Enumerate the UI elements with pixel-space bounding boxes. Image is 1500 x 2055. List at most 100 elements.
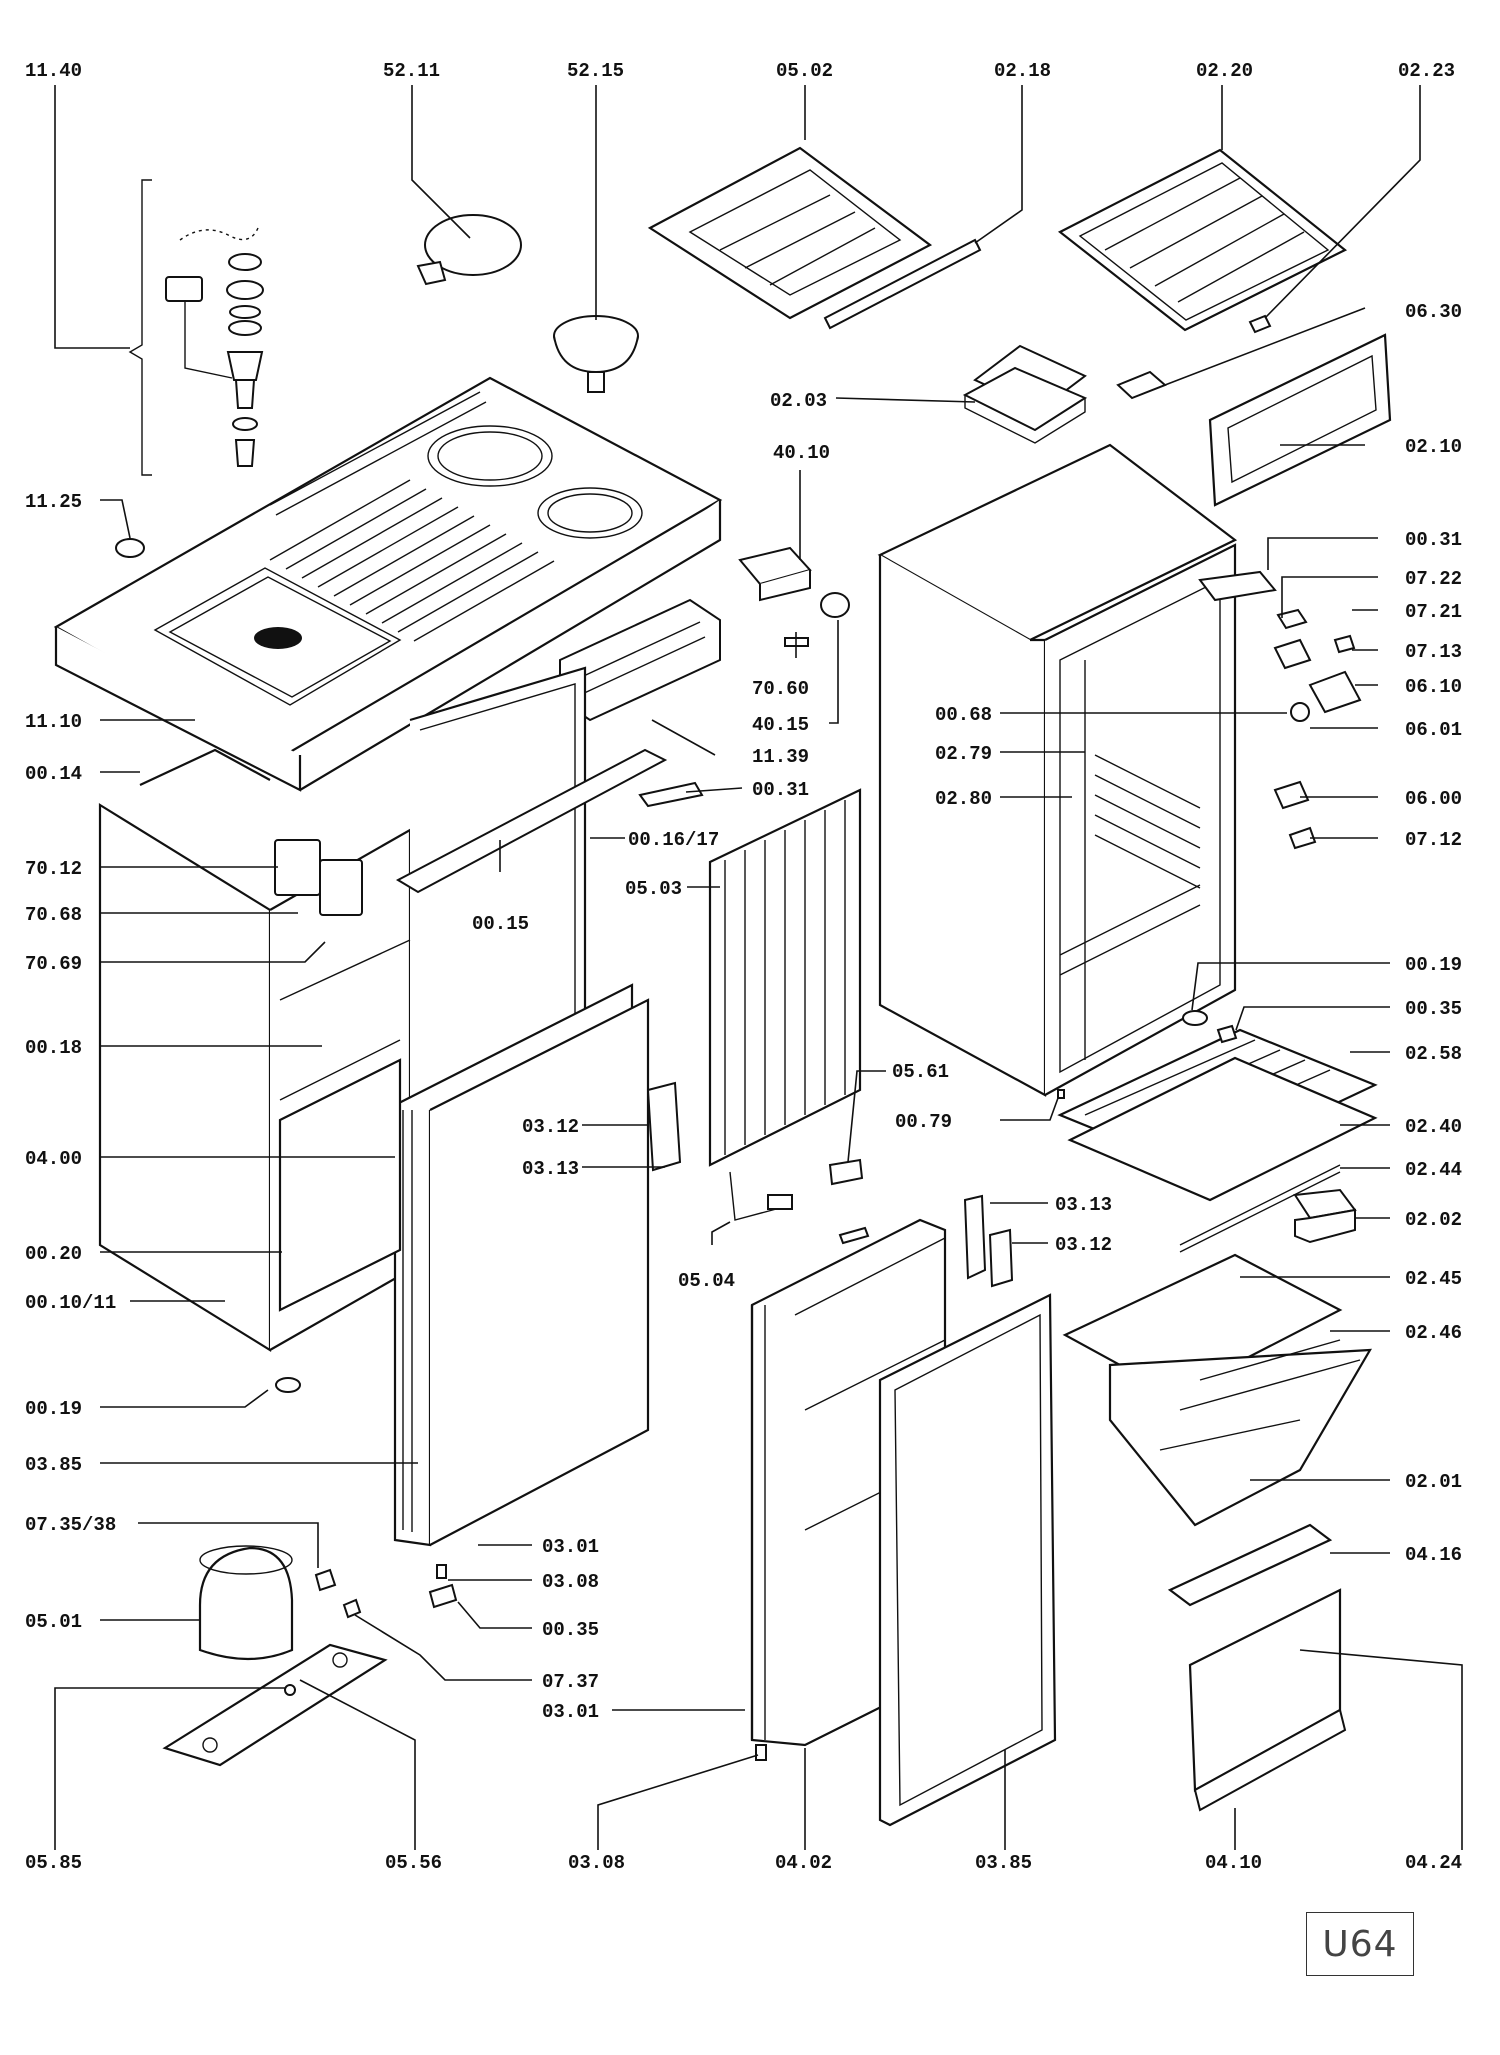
- back-panel-drawing: [1208, 333, 1392, 507]
- part-label-02-44: 02.44: [1405, 1159, 1462, 1181]
- part-label-00-68: 00.68: [935, 704, 992, 726]
- part-label-00-79: 00.79: [895, 1111, 952, 1133]
- part-label-06-01: 06.01: [1405, 719, 1462, 741]
- right-handle-drawing: [963, 1194, 1014, 1288]
- part-label-03-01-bottom: 03.01: [542, 1701, 599, 1723]
- freezer-door-drawing: [393, 983, 682, 1547]
- control-box-drawing: [274, 839, 363, 916]
- part-label-03-12-left: 03.12: [522, 1116, 579, 1138]
- part-label-00-19-right: 00.19: [1405, 954, 1462, 976]
- inner-panels-drawing: [278, 939, 411, 1312]
- part-label-02-01: 02.01: [1405, 1471, 1462, 1493]
- part-label-70-60: 70.60: [752, 678, 809, 700]
- small-cover-drawing: [1116, 370, 1167, 400]
- part-label-02-45: 02.45: [1405, 1268, 1462, 1290]
- part-label-02-80: 02.80: [935, 788, 992, 810]
- part-label-11-10: 11.10: [25, 711, 82, 733]
- part-label-70-69: 70.69: [25, 953, 82, 975]
- part-label-52-11: 52.11: [383, 60, 440, 82]
- cover-lid-drawing: [416, 214, 522, 286]
- part-label-05-01: 05.01: [25, 1611, 82, 1633]
- part-label-52-15: 52.15: [567, 60, 624, 82]
- part-label-04-00: 04.00: [25, 1148, 82, 1170]
- part-label-00-14: 00.14: [25, 763, 82, 785]
- part-label-00-35-left: 00.35: [542, 1619, 599, 1641]
- part-label-03-01-middle: 03.01: [542, 1536, 599, 1558]
- part-label-07-22: 07.22: [1405, 568, 1462, 590]
- part-label-05-02: 05.02: [776, 60, 833, 82]
- part-label-05-04: 05.04: [678, 1270, 735, 1292]
- part-label-05-56: 05.56: [385, 1852, 442, 1874]
- part-label-02-10: 02.10: [1405, 436, 1462, 458]
- part-label-06-00: 06.00: [1405, 788, 1462, 810]
- part-label-06-30: 06.30: [1405, 301, 1462, 323]
- part-label-03-85-left: 03.85: [25, 1454, 82, 1476]
- diagram-code-box: U64: [1306, 1912, 1414, 1976]
- part-label-00-18: 00.18: [25, 1037, 82, 1059]
- part-label-00-31-right: 00.31: [1405, 529, 1462, 551]
- foot-drawing-left: [275, 1377, 301, 1393]
- part-label-06-10: 06.10: [1405, 676, 1462, 698]
- part-label-07-13: 07.13: [1405, 641, 1462, 663]
- part-label-70-68: 70.68: [25, 904, 82, 926]
- hob-sink-top-drawing: [53, 376, 723, 792]
- part-label-00-10-11: 00.10/11: [25, 1292, 116, 1314]
- part-label-02-03: 02.03: [770, 390, 827, 412]
- part-label-02-46: 02.46: [1405, 1322, 1462, 1344]
- part-label-02-58: 02.58: [1405, 1043, 1462, 1065]
- part-label-40-10: 40.10: [773, 442, 830, 464]
- part-label-03-12-right: 03.12: [1055, 1234, 1112, 1256]
- part-label-02-18: 02.18: [994, 60, 1051, 82]
- part-label-00-19-left: 00.19: [25, 1398, 82, 1420]
- hinge-thermostat-drawing: [1198, 570, 1362, 850]
- compressor-drawing: [162, 1545, 388, 1767]
- ice-tray-drawing: [962, 344, 1088, 444]
- part-label-03-85-bottom: 03.85: [975, 1852, 1032, 1874]
- wire-shelves-drawing: [1057, 1028, 1378, 1253]
- part-label-07-37: 07.37: [542, 1671, 599, 1693]
- part-label-02-79: 02.79: [935, 743, 992, 765]
- part-label-04-16: 04.16: [1405, 1544, 1462, 1566]
- part-label-02-23: 02.23: [1398, 60, 1455, 82]
- part-label-03-13-left: 03.13: [522, 1158, 579, 1180]
- callout-labels: 11.40 52.11 52.15 05.02 02.18 02.20 02.2…: [25, 60, 1462, 1874]
- part-label-11-25: 11.25: [25, 491, 82, 513]
- part-label-11-40: 11.40: [25, 60, 82, 82]
- part-label-02-40: 02.40: [1405, 1116, 1462, 1138]
- freezer-tray-drawing: [647, 146, 933, 320]
- part-label-70-12: 70.12: [25, 858, 82, 880]
- part-label-05-61: 05.61: [892, 1061, 949, 1083]
- part-label-04-24: 04.24: [1405, 1852, 1462, 1874]
- part-label-03-13-right: 03.13: [1055, 1194, 1112, 1216]
- part-label-03-08-bottom: 03.08: [568, 1852, 625, 1874]
- grid-shelf-top-drawing: [1057, 148, 1348, 332]
- door-shelves-drawing: [1167, 1523, 1347, 1812]
- fridge-cabinet-drawing: [877, 443, 1238, 1097]
- part-label-02-20: 02.20: [1196, 60, 1253, 82]
- part-label-00-15: 00.15: [472, 913, 529, 935]
- condenser-coil-drawing: [708, 788, 864, 1221]
- drain-assembly-drawing: [128, 179, 264, 476]
- leader-lines: [54, 85, 1463, 1850]
- part-label-05-03: 05.03: [625, 878, 682, 900]
- burner-cap-drawing: [553, 315, 639, 393]
- crisper-drawer-drawing: [1062, 1253, 1372, 1527]
- part-label-05-85: 05.85: [25, 1852, 82, 1874]
- part-label-02-02: 02.02: [1405, 1209, 1462, 1231]
- foot-drawing-right: [1182, 1010, 1208, 1026]
- switch-and-knob-drawing: [738, 546, 850, 647]
- part-label-03-08-middle: 03.08: [542, 1571, 599, 1593]
- part-label-00-16-17: 00.16/17: [628, 829, 719, 851]
- part-label-04-02: 04.02: [775, 1852, 832, 1874]
- part-label-11-39: 11.39: [752, 746, 809, 768]
- part-label-40-15: 40.15: [752, 714, 809, 736]
- strip-drawing: [823, 238, 982, 330]
- part-label-07-35-38: 07.35/38: [25, 1514, 116, 1536]
- part-label-00-20: 00.20: [25, 1243, 82, 1265]
- part-label-04-10: 04.10: [1205, 1852, 1262, 1874]
- part-label-00-31-middle: 00.31: [752, 779, 809, 801]
- part-label-00-35-right: 00.35: [1405, 998, 1462, 1020]
- part-drawings: [53, 146, 1392, 1827]
- part-label-07-21: 07.21: [1405, 601, 1462, 623]
